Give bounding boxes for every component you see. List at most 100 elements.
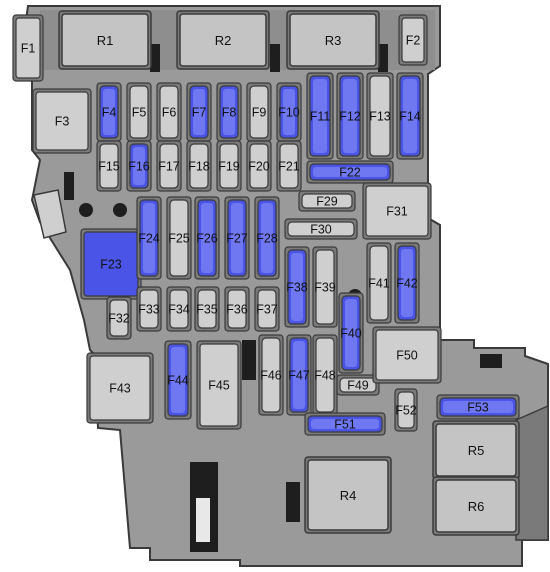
relay-label: R1 <box>97 33 114 48</box>
fuse-f6: F6 <box>156 82 182 142</box>
fuse-body <box>369 245 389 321</box>
fuse-label: F4 <box>102 106 117 120</box>
relay-r1: R1 <box>58 10 152 70</box>
fuse-f8: F8 <box>216 82 242 142</box>
fuse-label: F47 <box>288 369 310 383</box>
screw-hole <box>79 203 93 217</box>
fuse-body <box>369 75 391 157</box>
fuse-f12: F12 <box>336 72 364 160</box>
fuse-label: F16 <box>128 160 150 174</box>
fuse-label: F29 <box>316 195 338 209</box>
relay-r5: R5 <box>432 420 520 480</box>
fuse-f32: F32 <box>106 296 132 340</box>
fuse-f21: F21 <box>276 140 302 192</box>
fuse-highlight <box>313 79 327 153</box>
fuse-body <box>261 337 281 413</box>
fuse-f5: F5 <box>126 82 152 142</box>
relay-r6: R6 <box>432 476 520 536</box>
fuse-label: F13 <box>369 110 391 124</box>
fuse-label: F34 <box>168 303 190 317</box>
fuse-label: F10 <box>278 106 300 120</box>
fuse-f20: F20 <box>246 140 272 192</box>
fuse-label: F39 <box>314 281 336 295</box>
fuse-body <box>249 143 269 189</box>
fuse-label: F53 <box>467 401 489 415</box>
relay-r4: R4 <box>304 456 392 534</box>
fuse-label: F51 <box>334 418 356 432</box>
fuse-f23: F23 <box>80 228 142 300</box>
fuse-highlight <box>313 167 387 177</box>
fuse-label: F42 <box>396 277 418 291</box>
fuse-body <box>339 377 377 393</box>
fuse-label: F32 <box>108 312 130 326</box>
fuse-body <box>301 193 353 209</box>
fuse-body <box>15 17 41 79</box>
fuse-body <box>35 91 89 151</box>
fuse-label: F14 <box>399 110 421 124</box>
fuse-body <box>287 221 355 237</box>
fuse-body <box>199 343 239 427</box>
relay-body <box>307 459 389 531</box>
fuse-f40: F40 <box>338 292 364 374</box>
fuse-f45: F45 <box>196 340 242 430</box>
fuse-label: F23 <box>100 258 122 272</box>
fuse-label: F3 <box>55 115 70 129</box>
fuse-body <box>109 299 129 337</box>
fuse-label: F27 <box>226 232 248 246</box>
fuse-label: F15 <box>98 160 120 174</box>
fuse-label: F48 <box>314 369 336 383</box>
fuse-label: F25 <box>168 232 190 246</box>
fuse-highlight <box>103 89 115 135</box>
stud <box>270 44 280 72</box>
relay-body <box>289 13 377 67</box>
fuse-f50: F50 <box>372 326 442 384</box>
fuse-highlight <box>283 89 295 135</box>
relay-label: R5 <box>468 443 485 458</box>
fuse-label: F36 <box>226 303 248 317</box>
fuse-f44: F44 <box>164 340 192 420</box>
fuse-f28: F28 <box>254 196 280 280</box>
fuse-label: F21 <box>278 160 300 174</box>
relay-label: R4 <box>340 488 357 503</box>
fuse-f34: F34 <box>166 286 192 332</box>
stud <box>378 44 388 72</box>
fuse-body <box>159 143 179 189</box>
relay-r3: R3 <box>286 10 380 70</box>
fuse-body <box>169 289 189 329</box>
fuse-label: F49 <box>347 379 369 393</box>
fuse-label: F41 <box>368 277 390 291</box>
stud <box>286 482 300 522</box>
fuse-body <box>365 185 429 237</box>
fuse-body <box>279 143 299 189</box>
fuse-f43: F43 <box>86 352 154 424</box>
fuse-highlight <box>193 89 205 135</box>
fuse-label: F40 <box>340 327 362 341</box>
fuse-f14: F14 <box>396 72 424 160</box>
fuse-body <box>227 289 247 329</box>
fuse-highlight <box>291 253 303 321</box>
fuse-label: F24 <box>138 232 160 246</box>
fuse-body <box>129 85 149 139</box>
fuse-f15: F15 <box>96 140 122 192</box>
fuse-f33: F33 <box>136 286 162 332</box>
fuse-f35: F35 <box>194 286 220 332</box>
fuse-body <box>315 249 335 325</box>
fuse-label: F28 <box>256 232 278 246</box>
fuse-label: F5 <box>132 106 147 120</box>
fuse-label: F12 <box>339 110 361 124</box>
left-clip <box>33 189 67 239</box>
fuse-highlight <box>231 203 243 273</box>
fuse-body <box>401 17 425 63</box>
fuse-f10: F10 <box>276 82 302 142</box>
relay-body <box>435 479 517 533</box>
relay-label: R6 <box>468 499 485 514</box>
fuse-highlight <box>311 419 379 429</box>
fuse-body <box>249 85 269 139</box>
fuse-label: F30 <box>310 223 332 237</box>
fuse-f51: F51 <box>304 412 386 436</box>
fuse-highlight <box>171 347 185 413</box>
fuse-label: F44 <box>167 374 189 388</box>
fuse-f17: F17 <box>156 140 182 192</box>
fuse-f31: F31 <box>362 182 432 240</box>
fuse-f22: F22 <box>306 160 394 184</box>
